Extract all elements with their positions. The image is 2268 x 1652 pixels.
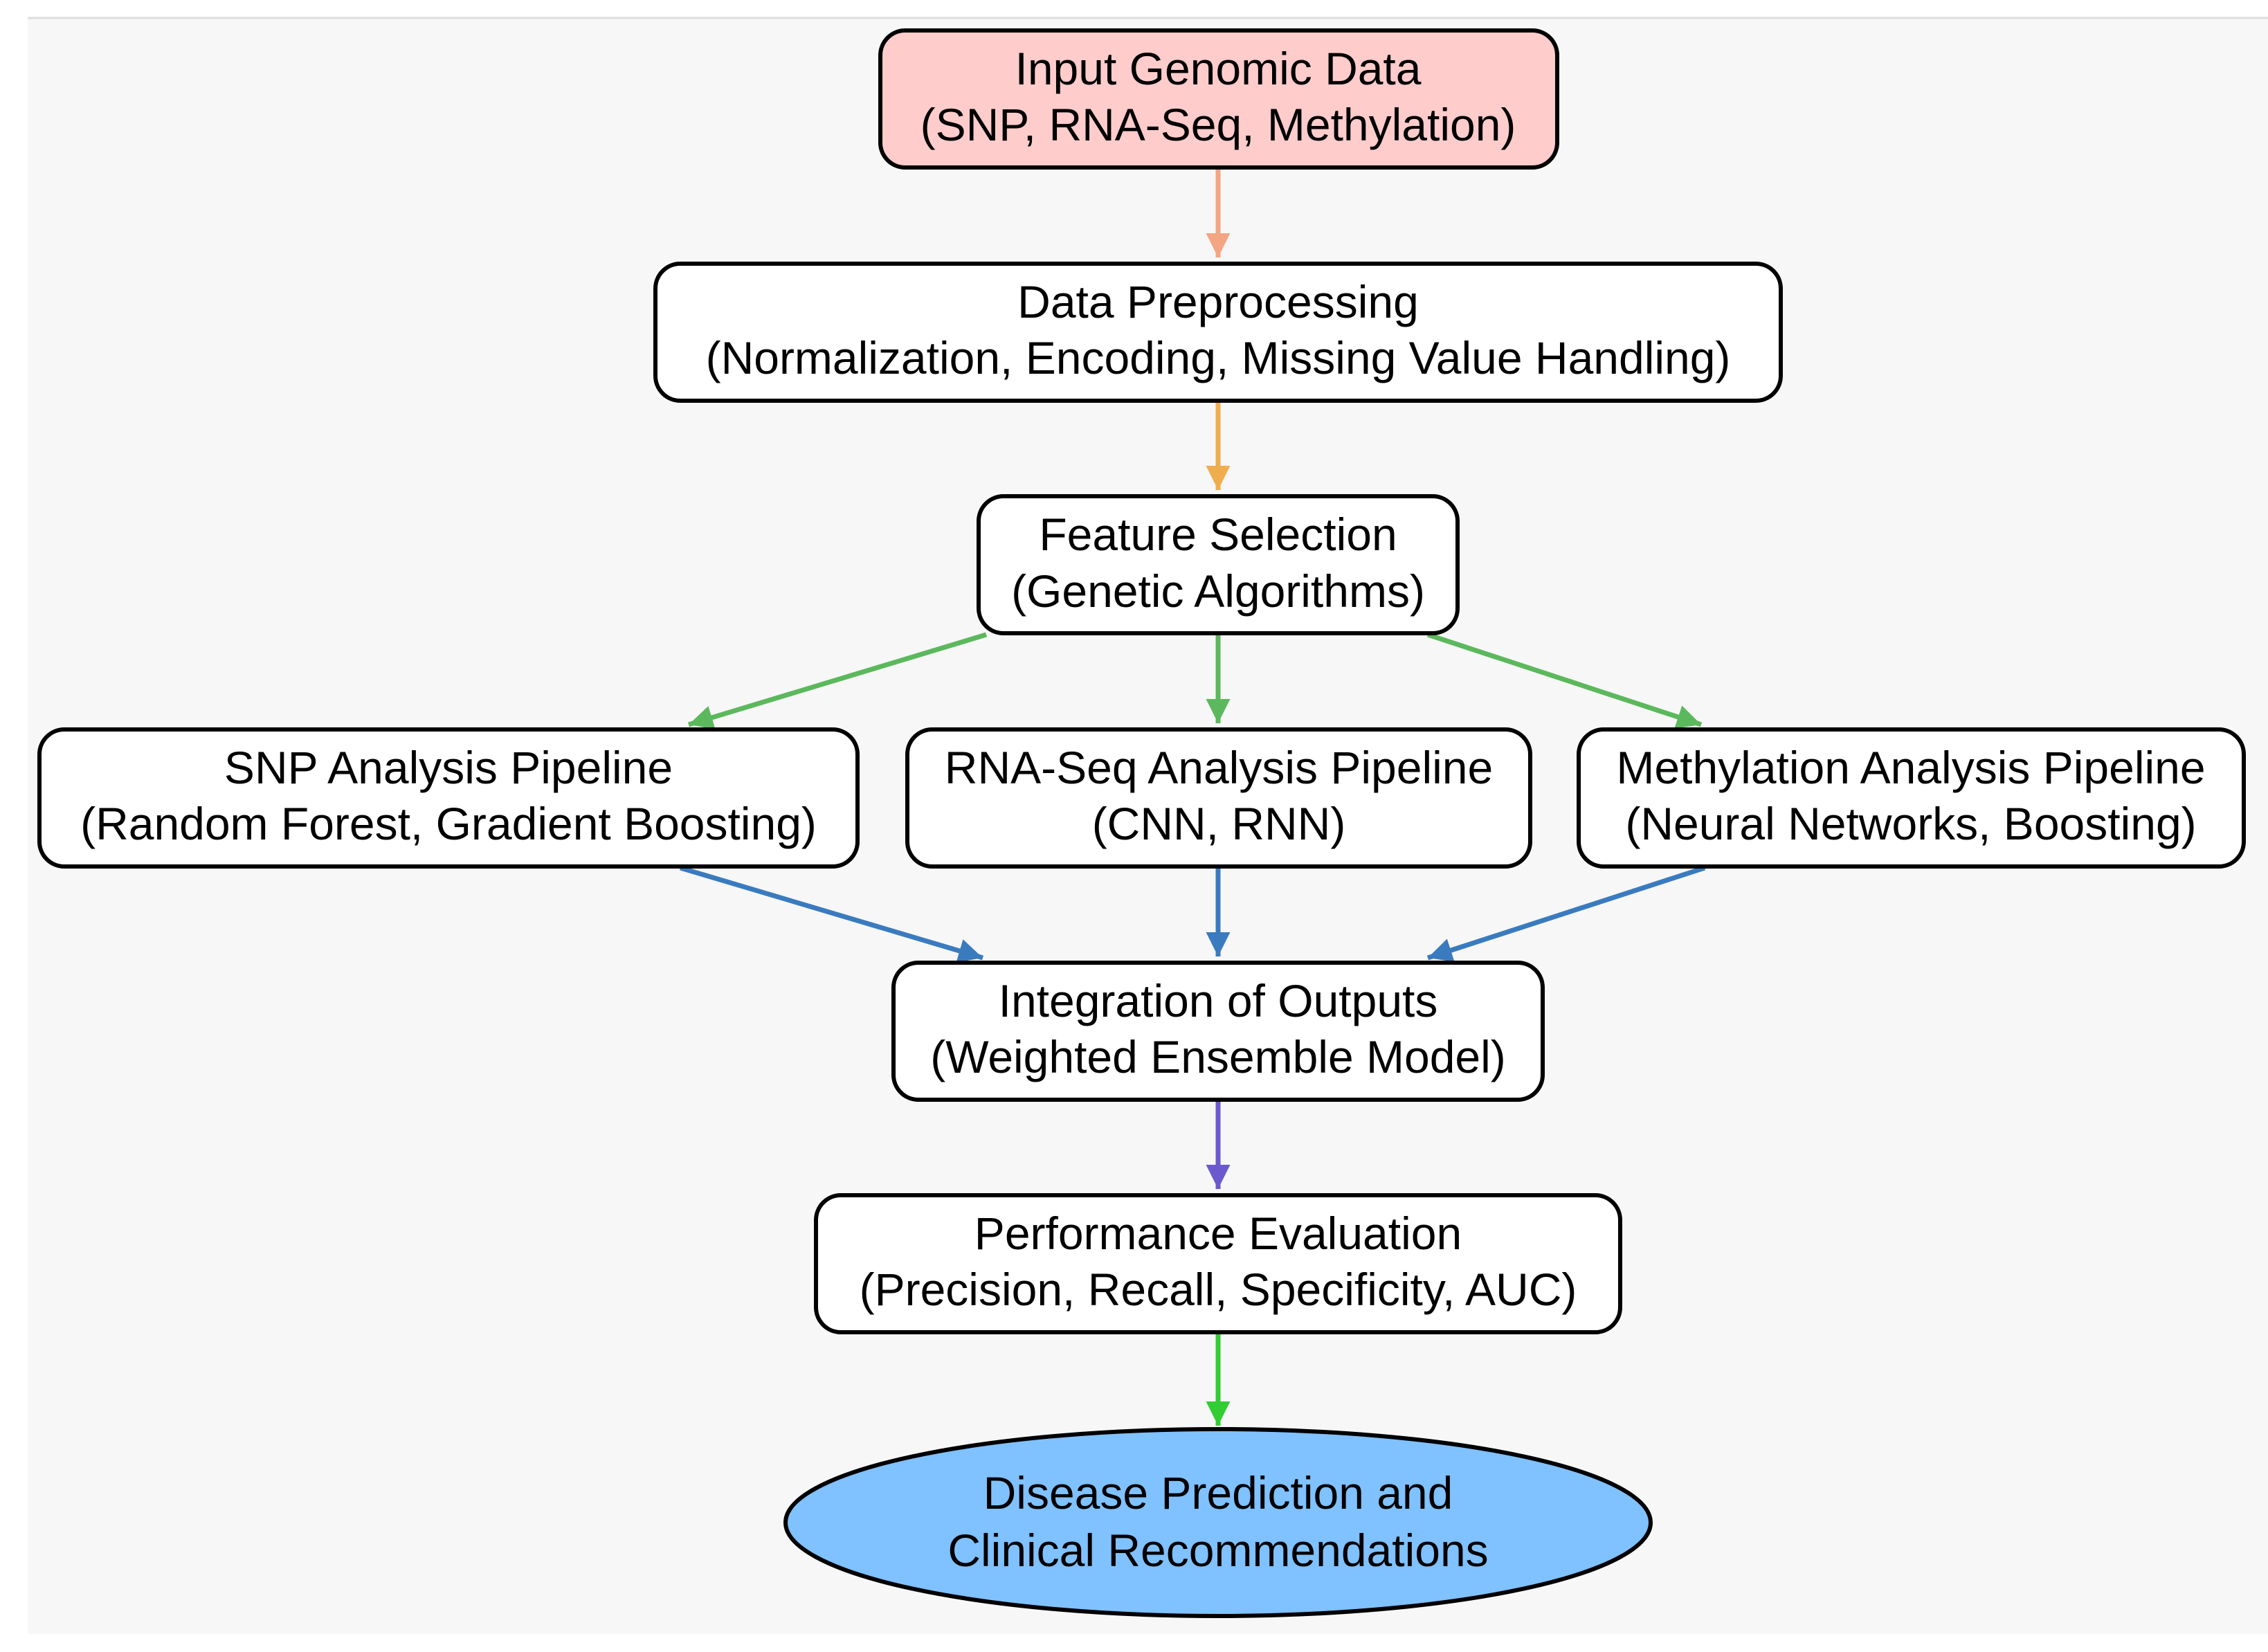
node-snp-subtitle: (Random Forest, Gradient Boosting) xyxy=(80,798,817,849)
node-input-genomic-data: Input Genomic Data (SNP, RNA-Seq, Methyl… xyxy=(878,28,1559,170)
edge-feature-selection-to-snp-pipeline xyxy=(687,632,988,729)
node-disease-prediction: Disease Prediction and Clinical Recommen… xyxy=(783,1427,1653,1618)
node-snp-analysis-pipeline: SNP Analysis Pipeline (Random Forest, Gr… xyxy=(37,727,860,869)
node-output-line1: Disease Prediction and xyxy=(983,1467,1453,1518)
node-rnaseq-analysis-pipeline: RNA-Seq Analysis Pipeline (CNN, RNN) xyxy=(905,727,1532,869)
node-methylation-title: Methylation Analysis Pipeline xyxy=(1616,742,2205,793)
node-preprocessing-subtitle: (Normalization, Encoding, Missing Value … xyxy=(706,332,1731,383)
node-performance-evaluation: Performance Evaluation (Precision, Recal… xyxy=(814,1193,1622,1334)
node-input-title: Input Genomic Data xyxy=(1015,43,1422,94)
node-evaluation-subtitle: (Precision, Recall, Specificity, AUC) xyxy=(860,1264,1577,1315)
node-integration-of-outputs: Integration of Outputs (Weighted Ensembl… xyxy=(891,961,1545,1102)
node-feature-selection: Feature Selection (Genetic Algorithms) xyxy=(977,494,1460,635)
node-integration-title: Integration of Outputs xyxy=(999,975,1438,1026)
edge-feature-selection-to-methylation-pipeline xyxy=(1426,632,1703,729)
node-methylation-analysis-pipeline: Methylation Analysis Pipeline (Neural Ne… xyxy=(1577,727,2246,869)
node-feature-selection-subtitle: (Genetic Algorithms) xyxy=(1011,565,1425,617)
node-data-preprocessing: Data Preprocessing (Normalization, Encod… xyxy=(653,262,1783,403)
node-preprocessing-title: Data Preprocessing xyxy=(1017,276,1419,327)
node-evaluation-title: Performance Evaluation xyxy=(974,1208,1462,1259)
node-input-subtitle: (SNP, RNA-Seq, Methylation) xyxy=(920,99,1516,150)
node-integration-subtitle: (Weighted Ensemble Model) xyxy=(930,1031,1506,1082)
edge-methylation-pipeline-to-integration xyxy=(1426,865,1706,962)
node-methylation-subtitle: (Neural Networks, Boosting) xyxy=(1625,798,2196,849)
edge-snp-pipeline-to-integration xyxy=(680,865,983,963)
node-rnaseq-title: RNA-Seq Analysis Pipeline xyxy=(945,742,1493,793)
node-rnaseq-subtitle: (CNN, RNN) xyxy=(1092,798,1346,849)
node-snp-title: SNP Analysis Pipeline xyxy=(224,742,673,793)
node-output-line2: Clinical Recommendations xyxy=(947,1525,1488,1576)
node-feature-selection-title: Feature Selection xyxy=(1039,509,1397,560)
